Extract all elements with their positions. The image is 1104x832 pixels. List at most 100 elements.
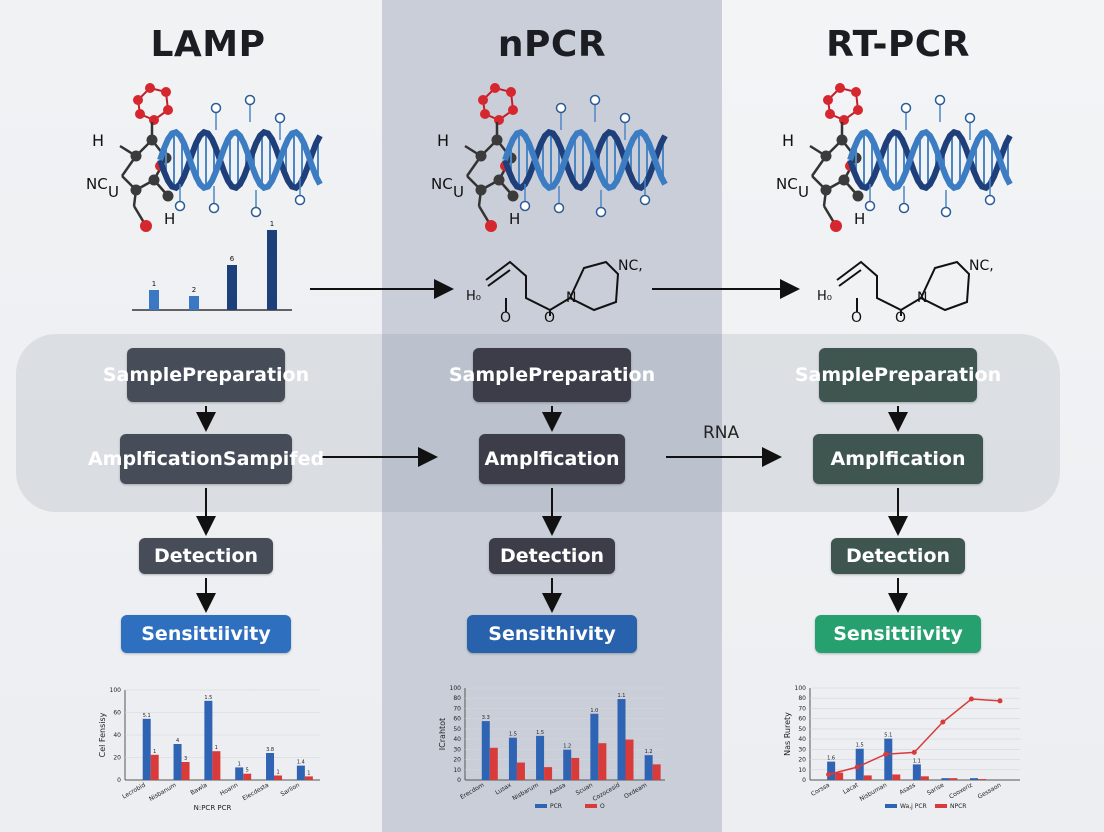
y-tick-label: 80	[798, 695, 806, 702]
bar-red	[243, 773, 252, 780]
bar-red	[892, 774, 901, 780]
oxygen-atom	[149, 115, 159, 125]
line-point	[940, 719, 946, 725]
step-label-line: Preparation	[528, 364, 656, 386]
y-tick-label: 100	[795, 685, 807, 692]
mini-bar	[149, 290, 159, 310]
bar-value-label: 1	[276, 770, 279, 776]
bar-blue	[142, 718, 151, 780]
rtpcr-sensitivity-box: Sensittiivity	[815, 615, 981, 653]
atom-label-nc: NC	[776, 175, 798, 193]
y-tick-label: 20	[798, 757, 806, 764]
category-label: Cooxeriz	[948, 782, 974, 801]
mini-bar	[227, 265, 237, 310]
bar-blue	[266, 753, 275, 780]
step-label-line: Sample	[448, 364, 529, 386]
bar-red	[516, 762, 525, 780]
ring	[568, 260, 620, 312]
bar-blue	[235, 767, 244, 780]
step-label-line: Sensithivity	[488, 623, 616, 645]
step-label-line: Sensittiivity	[833, 623, 963, 645]
category-label: Hoann	[219, 782, 240, 798]
category-label: Nisbuman	[858, 782, 888, 803]
legend-label: PCR	[550, 803, 562, 810]
atom-label-ho: H₀	[466, 289, 481, 304]
dna-node	[208, 202, 220, 214]
y-tick-label: 100	[450, 685, 462, 692]
step-label-line: Detection	[153, 545, 259, 567]
carbon-atom	[146, 134, 158, 146]
oxygen-atom	[853, 105, 863, 115]
dna-node	[984, 194, 996, 206]
oxygen-atom	[490, 83, 500, 93]
atom-label-o: O	[500, 310, 511, 326]
category-label: Sarlion	[279, 782, 301, 799]
oxygen-atom	[161, 87, 171, 97]
dna-node	[619, 112, 631, 124]
category-label: Sarise	[926, 782, 946, 797]
carbon-atom	[820, 150, 832, 162]
atom-label-o2: O	[895, 310, 906, 326]
bar-blue	[204, 700, 213, 780]
bar-value-label: 5	[246, 768, 249, 774]
carbon-atom	[148, 174, 160, 186]
bar-blue	[296, 765, 305, 780]
dna-node	[639, 194, 651, 206]
carbon-atom	[836, 134, 848, 146]
oxygen-atom	[825, 109, 835, 119]
category-label: Lecrobid	[121, 782, 147, 801]
carbon-atom	[491, 134, 503, 146]
step-label-line: Amplfication	[87, 448, 223, 470]
y-tick-label: 100	[110, 687, 122, 694]
dna-strand	[502, 128, 668, 192]
carbon-atom	[852, 190, 864, 202]
oxygen-atom	[480, 109, 490, 119]
npcr-detection-box: Detection	[489, 538, 615, 574]
carbon-atom	[130, 150, 142, 162]
legend-swatch	[935, 804, 947, 808]
y-tick-label: 30	[453, 746, 461, 753]
bar-red	[598, 743, 607, 780]
mini-bar-label: 2	[192, 286, 196, 294]
carbon-atom	[475, 150, 487, 162]
carbon-atom	[475, 184, 487, 196]
oxygen-atom	[508, 105, 518, 115]
bar-blue	[617, 699, 626, 780]
step-label-line: Sample	[794, 364, 875, 386]
mini-bar	[267, 230, 277, 310]
y-tick-label: 30	[798, 746, 806, 753]
bar-value-label: 1.5	[204, 695, 212, 701]
atom-label-o: O	[851, 310, 862, 326]
bar-value-label: 1	[215, 745, 218, 751]
bar-value-label: 1.6	[827, 756, 835, 762]
category-label: Nisbarum	[511, 782, 540, 803]
double-bond	[487, 269, 511, 287]
step-label-line: Detection	[499, 545, 605, 567]
x-axis-label: N:PCR PCR	[194, 804, 232, 812]
category-label: Gessaon	[977, 782, 1003, 801]
step-label-line: Preparation	[874, 364, 1002, 386]
y-tick-label: 60	[798, 716, 806, 723]
lamp-title: LAMP	[150, 24, 266, 65]
category-label: Aassa	[548, 782, 567, 797]
legend-label: Wa,j PCR	[900, 803, 927, 810]
atom-label-nc: NC,	[618, 258, 643, 274]
bar-value-label: 1	[307, 770, 310, 776]
atom-label-n: N	[917, 290, 927, 306]
npcr-title: nPCR	[497, 24, 607, 65]
y-tick-label: 0	[802, 777, 806, 784]
dna-node	[274, 112, 286, 124]
carbon-atom	[162, 190, 174, 202]
y-axis-label: ICrahtot	[438, 718, 447, 750]
legend-swatch	[585, 804, 597, 808]
